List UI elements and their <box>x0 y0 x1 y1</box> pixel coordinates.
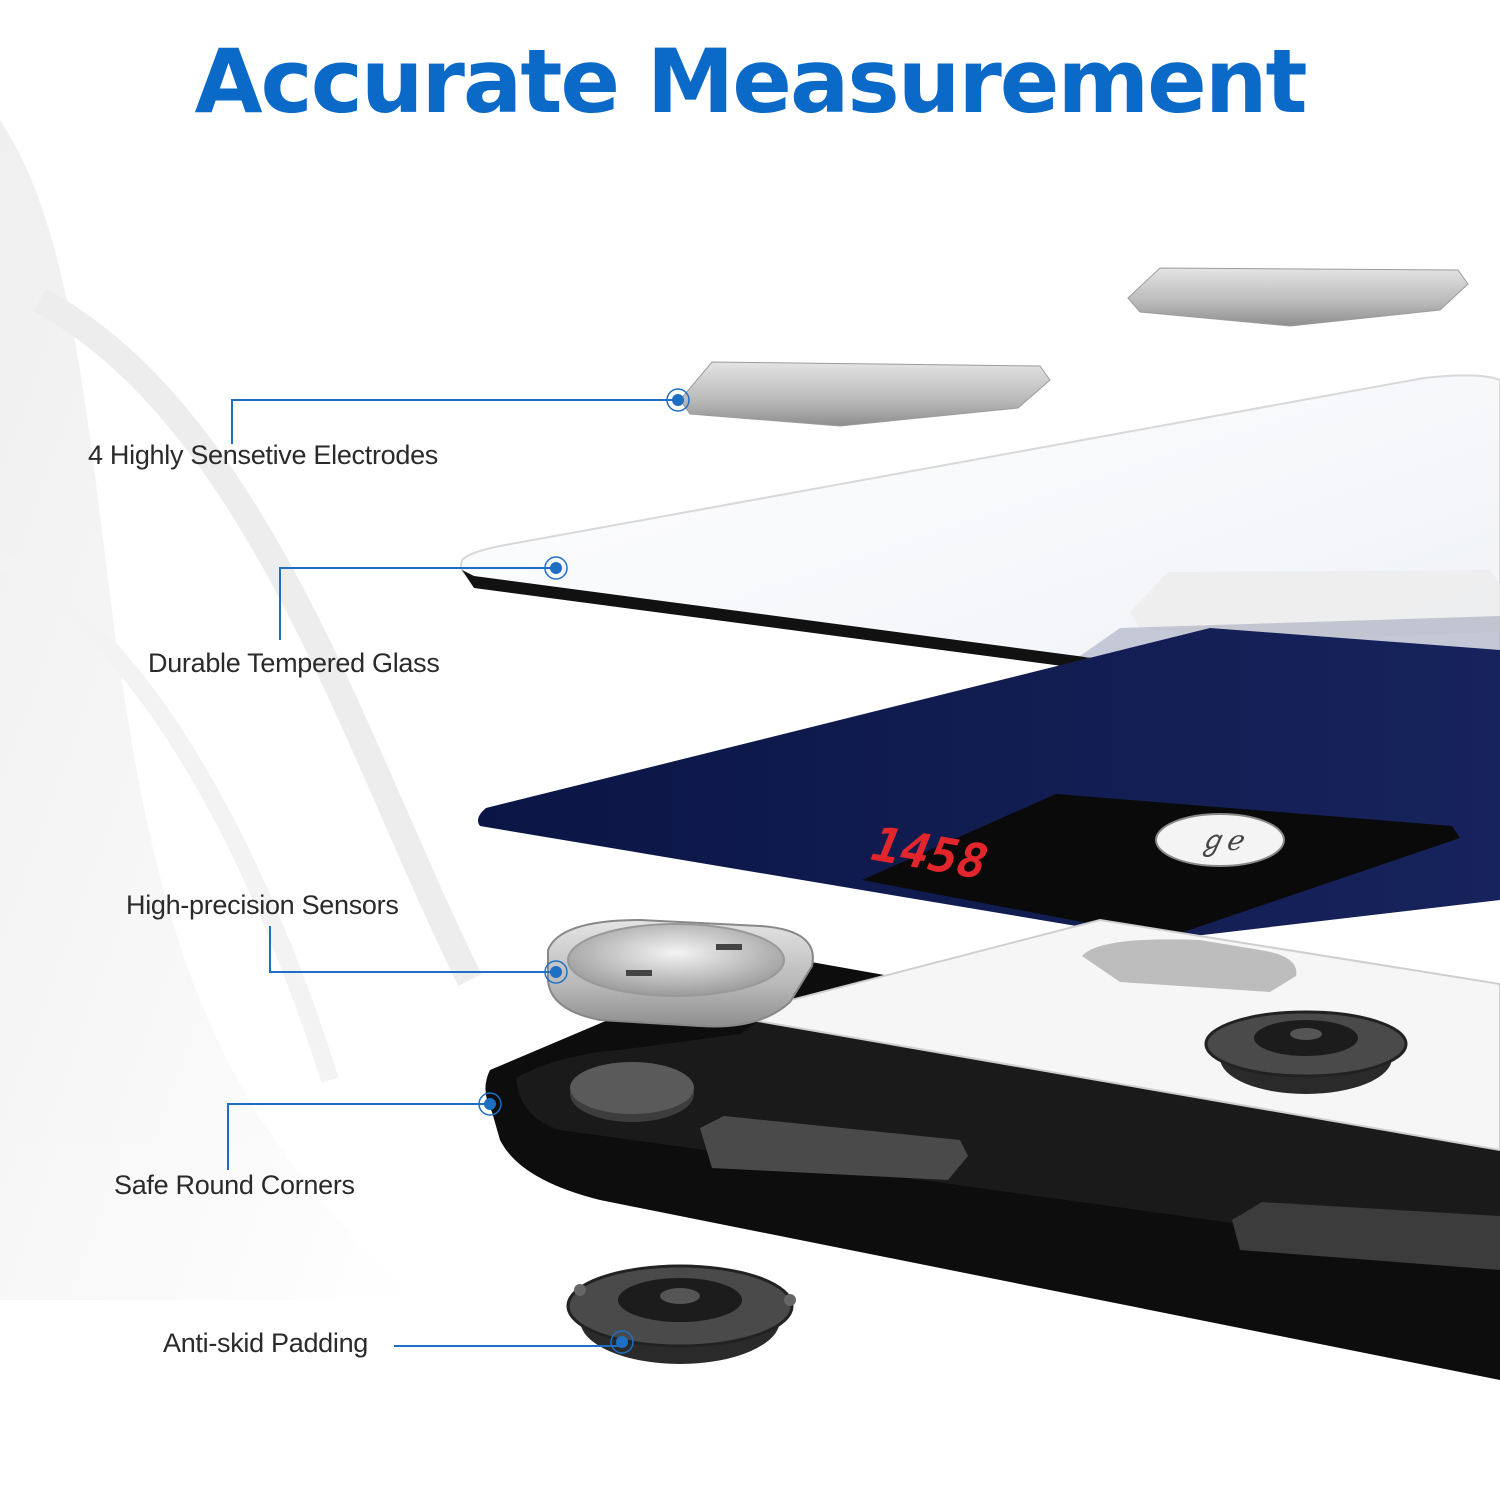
electrode-plate <box>1127 267 1469 327</box>
callout-anti-skid: Anti-skid Padding <box>163 1328 369 1358</box>
background-swirl <box>0 120 482 1300</box>
load-sensor <box>547 918 814 1028</box>
target-marker-icon <box>550 966 562 978</box>
page-title: Accurate Measurement <box>194 30 1307 133</box>
load-sensors <box>547 918 1297 1028</box>
callout-electrodes: 4 Highly Sensetive Electrodes <box>88 440 438 470</box>
display-panel: ℊℯ 1458 <box>478 628 1500 940</box>
callout-round-corners: Safe Round Corners <box>114 1170 355 1200</box>
leader-line-padding <box>394 1340 623 1347</box>
electrode-plate <box>679 361 1051 427</box>
target-markers <box>478 388 690 1354</box>
load-sensor-background <box>1082 939 1297 992</box>
leader-line-electrodes <box>231 399 678 444</box>
leader-line-corners <box>227 1103 490 1170</box>
callout-tempered-glass: Durable Tempered Glass <box>148 648 440 678</box>
foot-pad <box>1204 1010 1408 1094</box>
leader-line-sensors <box>269 926 556 973</box>
foot-pads <box>566 1010 1408 1364</box>
foot-pad <box>566 1264 796 1364</box>
callout-sensors: High-precision Sensors <box>126 890 399 920</box>
target-marker-icon <box>484 1098 496 1110</box>
scale-logo-icon <box>1155 813 1285 867</box>
svg-text:ℊℯ: ℊℯ <box>1198 824 1246 857</box>
target-marker-icon <box>550 562 562 574</box>
leader-line-glass <box>279 567 556 640</box>
target-marker-icon <box>616 1336 628 1348</box>
target-marker-icon <box>672 394 684 406</box>
leader-lines <box>227 399 678 1347</box>
